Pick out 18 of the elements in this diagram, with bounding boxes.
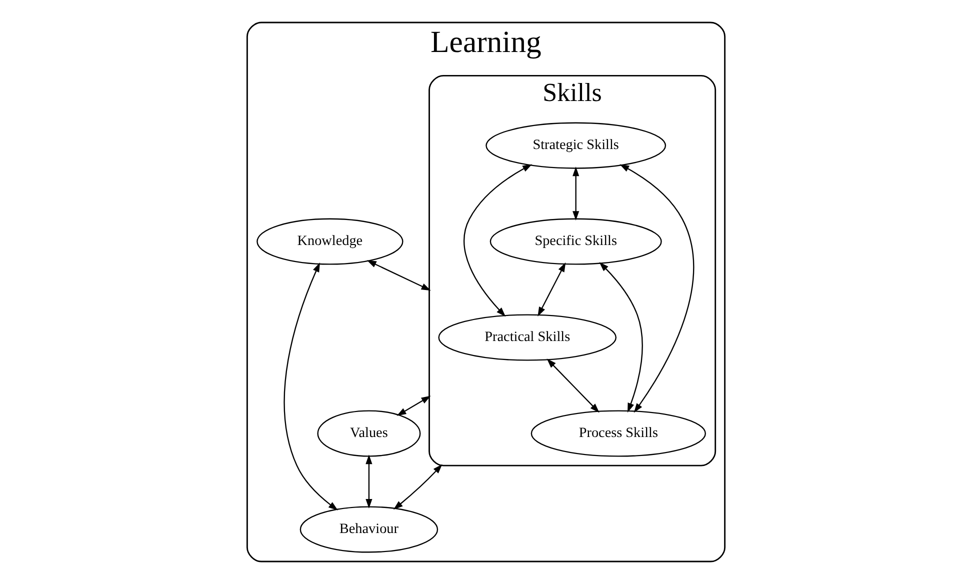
arrow bbox=[283, 262, 338, 510]
node-ellipse: Knowledge bbox=[256, 218, 403, 265]
node-ellipse: Process Skills bbox=[530, 410, 706, 457]
arrow bbox=[392, 464, 442, 510]
arrow bbox=[546, 358, 599, 413]
arrow bbox=[537, 262, 566, 316]
node-ellipse: Strategic Skills bbox=[485, 122, 666, 169]
node-ellipse: Values bbox=[316, 410, 420, 457]
arrow bbox=[463, 164, 532, 317]
node-ellipse: Specific Skills bbox=[489, 218, 662, 265]
node-ellipse: Behaviour bbox=[299, 506, 438, 553]
arrow bbox=[598, 262, 642, 413]
arrow bbox=[572, 166, 579, 221]
arrow bbox=[366, 260, 430, 291]
arrow bbox=[396, 396, 430, 416]
arrow bbox=[619, 164, 694, 413]
node-ellipse: Practical Skills bbox=[438, 314, 616, 361]
arrow bbox=[365, 454, 372, 508]
